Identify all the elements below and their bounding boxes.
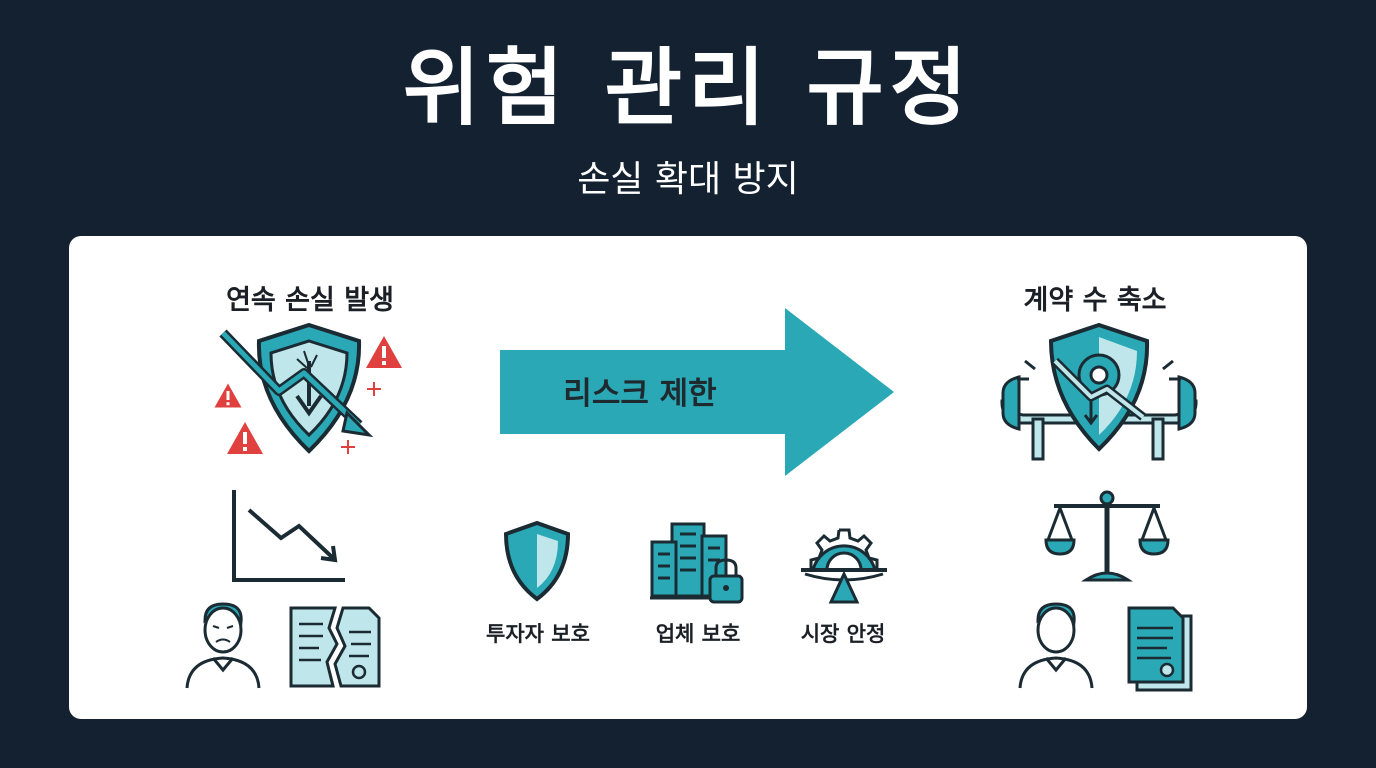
center-item-label-investor: 투자자 보호 (486, 622, 590, 646)
building-lock-icon (650, 522, 744, 604)
shield-loss-icon (219, 322, 374, 454)
right-heading: 계약 수 축소 (1023, 285, 1167, 316)
shield-gear-barrier-icon (1000, 322, 1198, 461)
worried-person-icon (185, 602, 261, 689)
risk-limit-arrow (500, 308, 894, 476)
person-icon (1018, 602, 1094, 689)
contract-document-icon (1127, 606, 1193, 692)
page-subtitle: 손실 확대 방지 (577, 159, 799, 200)
center-item-label-market: 시장 안정 (800, 622, 886, 646)
center-item-label-company: 업체 보호 (655, 622, 741, 646)
warning-icon (214, 383, 242, 408)
declining-chart-icon (232, 490, 345, 582)
page-title: 위험 관리 규정 (402, 39, 974, 137)
sparkle-icon (341, 440, 355, 454)
sparkle-icon (367, 382, 381, 396)
arrow-label: 리스크 제한 (563, 376, 717, 412)
balance-scale-icon (1044, 490, 1170, 582)
torn-document-icon (289, 606, 381, 688)
diagram-panel: 연속 손실 발생 (69, 236, 1307, 719)
left-heading: 연속 손실 발생 (226, 285, 394, 316)
warning-icon (227, 422, 263, 454)
warning-icon (366, 336, 402, 368)
shield-icon (503, 520, 571, 602)
gear-balance-icon (801, 528, 887, 604)
